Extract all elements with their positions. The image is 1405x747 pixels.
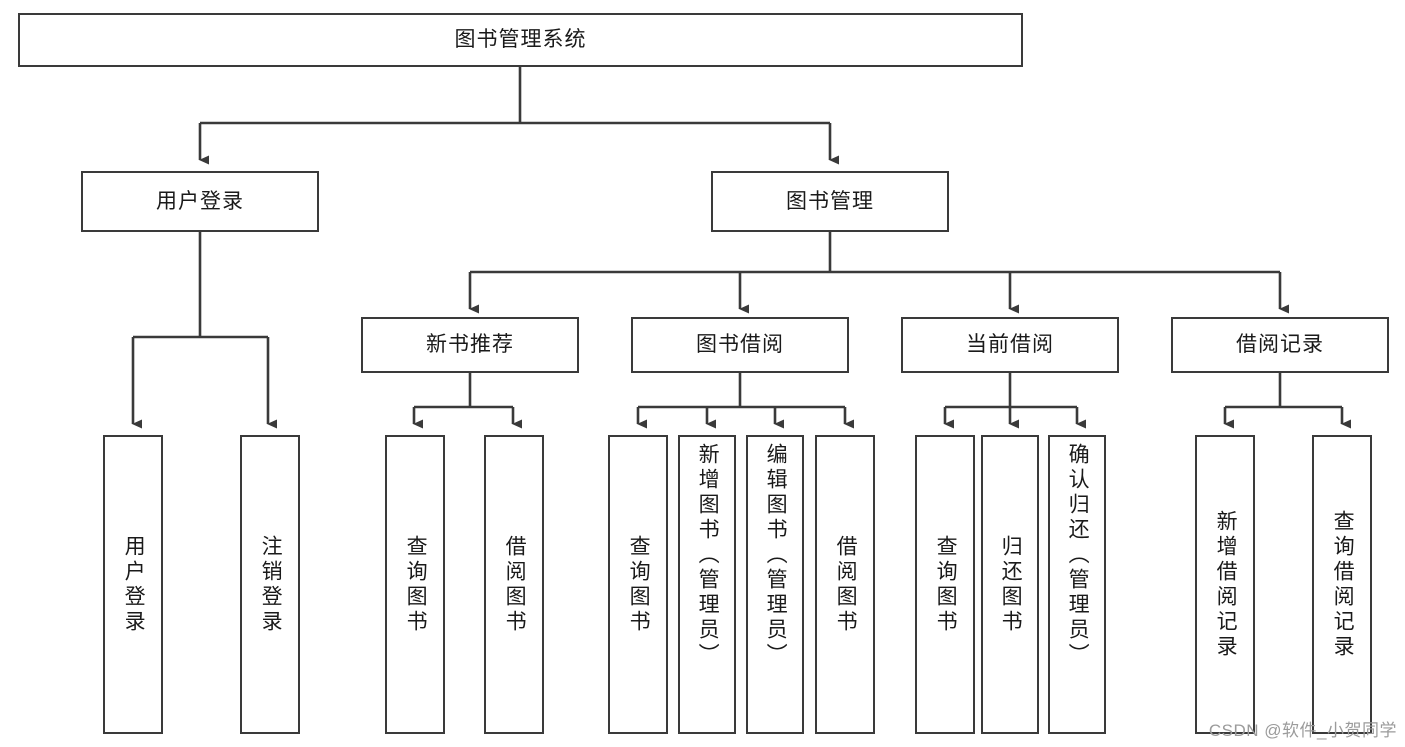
node-book-manage-label: 图书管理 [786,189,874,213]
node-leaf-query-record-label: 查询借阅记录 [1331,509,1355,660]
node-leaf-edit-book[interactable]: 编辑图书（管理员） [746,435,804,734]
node-leaf-query-book-1[interactable]: 查询图书 [385,435,445,734]
node-book-borrow[interactable]: 图书借阅 [631,317,849,373]
node-borrow-record[interactable]: 借阅记录 [1171,317,1389,373]
node-leaf-user-login[interactable]: 用户登录 [103,435,163,734]
node-current-borrow-label: 当前借阅 [966,333,1054,357]
node-leaf-user-logout-label: 注销登录 [259,534,283,635]
node-leaf-user-logout[interactable]: 注销登录 [240,435,300,734]
node-leaf-return-book[interactable]: 归还图书 [981,435,1039,734]
node-leaf-borrow-book-1[interactable]: 借阅图书 [484,435,544,734]
node-current-borrow[interactable]: 当前借阅 [901,317,1119,373]
node-leaf-add-record-label: 新增借阅记录 [1214,509,1238,660]
node-root[interactable]: 图书管理系统 [18,13,1023,67]
node-user-login[interactable]: 用户登录 [81,171,319,232]
node-leaf-add-record[interactable]: 新增借阅记录 [1195,435,1255,734]
node-leaf-return-book-label: 归还图书 [999,534,1023,635]
node-root-label: 图书管理系统 [454,28,587,52]
node-leaf-confirm-return-label: 确认归还（管理员） [1066,443,1090,668]
node-leaf-query-book-1-label: 查询图书 [404,534,428,635]
node-user-login-label: 用户登录 [156,189,244,213]
node-leaf-borrow-book-1-label: 借阅图书 [503,534,527,635]
node-leaf-borrow-book-2-label: 借阅图书 [834,534,858,635]
node-new-book-recommend-label: 新书推荐 [426,333,514,357]
node-leaf-query-book-2[interactable]: 查询图书 [608,435,668,734]
node-book-manage[interactable]: 图书管理 [711,171,949,232]
node-borrow-record-label: 借阅记录 [1236,333,1324,357]
node-leaf-borrow-book-2[interactable]: 借阅图书 [815,435,875,734]
node-new-book-recommend[interactable]: 新书推荐 [361,317,579,373]
node-leaf-user-login-label: 用户登录 [122,534,146,635]
node-leaf-query-book-3-label: 查询图书 [934,534,958,635]
node-leaf-query-book-2-label: 查询图书 [627,534,651,635]
node-leaf-confirm-return[interactable]: 确认归还（管理员） [1048,435,1106,734]
node-leaf-edit-book-label: 编辑图书（管理员） [764,443,788,668]
node-leaf-add-book-label: 新增图书（管理员） [696,443,720,668]
node-leaf-add-book[interactable]: 新增图书（管理员） [678,435,736,734]
node-leaf-query-book-3[interactable]: 查询图书 [915,435,975,734]
node-leaf-query-record[interactable]: 查询借阅记录 [1312,435,1372,734]
node-book-borrow-label: 图书借阅 [696,333,784,357]
